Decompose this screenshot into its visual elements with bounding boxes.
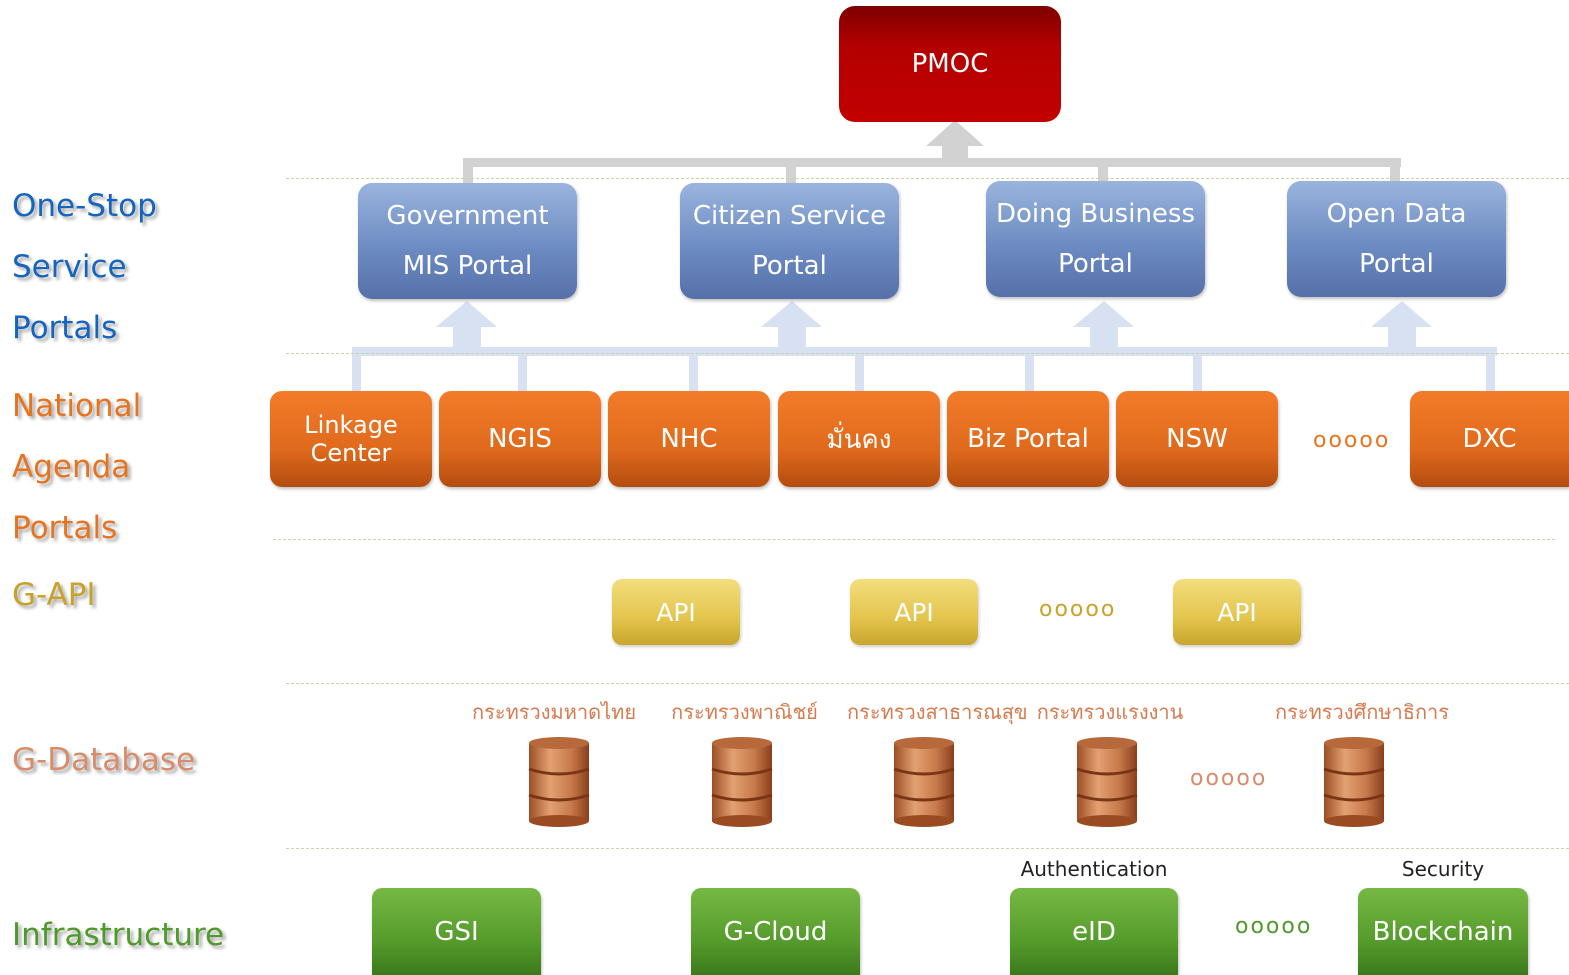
layer-label-line: Agenda <box>12 449 131 485</box>
layer-label-line: One-Stop <box>12 188 157 224</box>
api-box: API <box>612 579 740 645</box>
database-icon <box>1323 737 1385 827</box>
separator-line <box>286 353 1569 354</box>
agenda-biz-portal: Biz Portal <box>947 391 1109 487</box>
agenda-linkage-center: Linkage Center <box>270 391 432 487</box>
portal-title-line: Citizen Service <box>692 201 887 231</box>
api-ellipsis: ooooo <box>1039 597 1117 622</box>
api-box: API <box>1173 579 1301 645</box>
database-ellipsis: ooooo <box>1190 766 1268 791</box>
portal-title-line: Portal <box>752 251 827 281</box>
portal-title-line: Portal <box>1058 249 1133 279</box>
agenda-ngis: NGIS <box>439 391 601 487</box>
portal-government-mis: Government MIS Portal <box>358 183 577 299</box>
layer-label-line: Service <box>12 249 127 285</box>
api-box: API <box>850 579 978 645</box>
database-icon <box>528 737 590 827</box>
separator-line <box>273 539 1555 540</box>
caption-authentication: Authentication <box>1020 857 1168 881</box>
ministry-label-public-health: กระทรวงสาธารณสุข <box>847 700 1028 724</box>
portal-title-line: Government <box>386 201 549 231</box>
ministry-label-commerce: กระทรวงพาณิชย์ <box>671 700 818 724</box>
layer-label-one-stop: One-Stop Service Portals <box>12 176 157 359</box>
portal-title-line: Portal <box>1359 249 1434 279</box>
separator-line <box>286 848 1569 849</box>
infra-ellipsis: ooooo <box>1235 914 1313 939</box>
layer-label-g-database: G-Database <box>12 742 196 778</box>
layer-label-g-api: G-API <box>12 577 96 613</box>
database-icon <box>893 737 955 827</box>
database-icon <box>1076 737 1138 827</box>
agenda-dxc: DXC <box>1410 391 1569 487</box>
separator-line <box>286 683 1569 684</box>
ministry-label-education: กระทรวงศึกษาธิการ <box>1275 700 1450 724</box>
portal-doing-business: Doing Business Portal <box>986 181 1205 297</box>
portal-open-data: Open Data Portal <box>1287 181 1506 297</box>
pmoc-box: PMOC <box>839 6 1061 122</box>
portal-title-line: Open Data <box>1326 199 1467 229</box>
agenda-nsw: NSW <box>1116 391 1278 487</box>
ministry-label-labour: กระทรวงแรงงาน <box>1036 700 1184 724</box>
layer-label-line: National <box>12 388 142 424</box>
layer-label-national-agenda: National Agenda Portals <box>12 376 141 559</box>
agenda-security: มั่นคง <box>778 391 940 487</box>
layer-label-line: Portals <box>12 510 118 546</box>
caption-security: Security <box>1401 857 1485 881</box>
infra-blockchain: Blockchain <box>1358 888 1528 975</box>
layer-label-line: Portals <box>12 310 118 346</box>
infra-eid: eID <box>1010 888 1178 975</box>
database-icon <box>711 737 773 827</box>
infra-gsi: GSI <box>372 888 541 975</box>
portal-title-line: MIS Portal <box>402 251 533 281</box>
portal-citizen-service: Citizen Service Portal <box>680 183 899 299</box>
agenda-ellipsis: ooooo <box>1313 428 1391 453</box>
layer-label-infrastructure: Infrastructure <box>12 917 225 953</box>
agenda-nhc: NHC <box>608 391 770 487</box>
ministry-label-interior: กระทรวงมหาดไทย <box>472 700 637 724</box>
portal-title-line: Doing Business <box>995 199 1196 229</box>
infra-g-cloud: G-Cloud <box>691 888 860 975</box>
separator-line <box>286 178 1569 179</box>
